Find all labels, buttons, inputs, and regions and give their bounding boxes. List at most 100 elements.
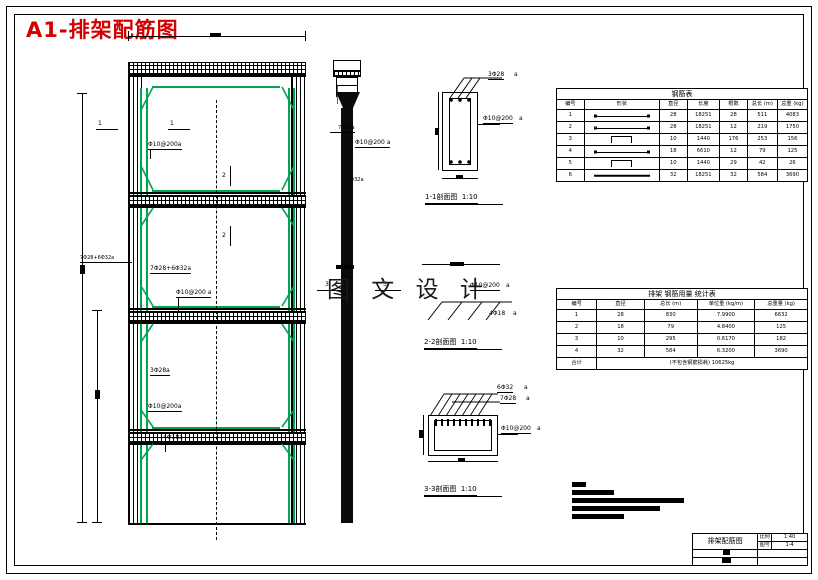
left-dim2-tick-top [92,310,102,311]
usage-cell-totlen: 295 [643,333,698,346]
rebar-cell-totwt: 1750 [776,121,809,134]
note-line-1 [572,482,586,487]
rebar-cell-len: 1440 [686,157,721,170]
usage-total-row: 合计 (不包含钢筋损耗) 10625kg [555,357,808,370]
rebar-cell-count: 12 [719,145,748,158]
ann-side-left: 7Φ28+6Φ32a [80,255,115,261]
rebar-cell-count: 176 [719,133,748,146]
rebar-cell-len: 6610 [686,145,721,158]
left-dim-tick-top [77,93,87,94]
usage-cell-dia: 18 [596,321,645,334]
rebar-cell-shape [583,157,660,170]
rebar-cell-totlen: 584 [746,169,778,182]
usage-total-label: 合计 [555,357,598,370]
usage-th-unitwt: 单位重 (kg/m) [696,299,756,310]
col-main-leader [330,132,342,133]
rebar-cell-no: 6 [556,169,585,182]
column-taper [336,92,360,108]
sec1-outer-right [477,92,478,170]
sec1-stirrup-left [449,98,450,164]
usage-cell-unitwt: 7.9900 [696,309,756,322]
leader-top-stirrup [150,149,151,159]
title-block-row4-c2 [757,557,808,566]
rebar-cell-totlen: 219 [746,121,778,134]
column-section-mark-left: 3 [317,281,343,291]
beam-fourth [128,432,306,443]
sec1-rebar-dots [449,98,471,164]
note-line-5 [572,514,624,519]
rebar-cell-totlen: 253 [746,133,778,146]
usage-cell-totwt: 125 [754,321,808,334]
section-mark-2-b: 2 [222,226,231,246]
note-line-4 [572,506,660,511]
beam-third-edge-bottom [128,322,306,324]
left-column-hatch [128,62,142,523]
rebar-cell-count: 29 [719,157,748,170]
rebar-cell-totlen: 79 [746,145,778,158]
page-title: A1-排架配筋图 [26,18,179,42]
usage-th-dia: 直径 [596,299,645,310]
sec2-title-underline [424,349,502,350]
rebar-cell-dia: 10 [658,157,688,170]
beam-second-edge-top [128,192,306,194]
title-block: 排架配筋图 比例 1:40 图号 1-4 [691,533,808,566]
beam-fourth-edge-bottom [128,443,306,445]
watermark-bar-3 [450,262,464,266]
sec1-title: 1-1剖面图 1:10 [425,192,478,204]
leader-lower-main [165,442,166,452]
sec3-rebar-dots [435,419,491,426]
col-stirrup-label: Φ10@200 a [355,139,391,148]
table-row: 3 10 1440 176 253 156 [556,133,809,146]
rebar-cell-len: 18251 [686,109,721,122]
title-block-row4-c1 [691,557,759,566]
ann-top-stirrup: Φ10@200a [148,141,182,150]
right-column-rebar [288,88,290,523]
section-mark-1-left: 1 [96,120,118,130]
usage-th-no: 编号 [555,299,598,310]
rebar-cell-count: 12 [719,121,748,134]
rebar-cell-totlen: 42 [746,157,778,170]
usage-th-totlen: 总长 (m) [643,299,698,310]
rebar-cell-len: 18251 [686,169,721,182]
sec3-outer-top [428,415,498,416]
haunch-diagonals [140,86,295,461]
title-block-row3-c2 [757,549,808,558]
sec3-leader-fan [429,393,500,417]
usage-cell-totlen: 79 [643,321,698,334]
sec3-stirrup-bottom [434,450,492,451]
left-dimension-line-2 [97,310,98,523]
sec3-label-stirrup-suffix: a [537,425,541,432]
sec3-label-stirrup: Φ10@200 [501,425,531,434]
title-block-row3-c1 [691,549,759,558]
beam-third-edge-top [128,308,306,310]
rebar-table: 钢筋表 编号 形状 直径 长度 根数 总长 (m) 总重 (kg) 1 28 1… [556,88,809,182]
rebar-cell-count: 32 [719,169,748,182]
dim-tick-left [128,31,129,41]
ann-mid-stirrup: Φ10@200 a [176,289,212,298]
col-main-label: 7Φ28a [338,125,355,133]
sec2-title: 2-2剖面图 1:10 [424,337,477,349]
beam-top-edge [128,75,306,77]
table-row: 4 18 6610 12 79 125 [556,145,809,158]
sec3-leader-stirrup [498,434,518,435]
note-line-3 [572,498,684,503]
table-row: 5 10 1440 29 42 26 [556,157,809,170]
sec1-outer-bottom [442,170,478,171]
watermark-text: 图 文 设 计 [327,277,490,303]
usage-cell-dia: 32 [596,345,645,358]
sec3-outer-bottom [428,455,498,456]
usage-total-value: (不包含钢筋损耗) 10625kg [596,357,808,370]
beam-top [128,62,306,75]
usage-table-header-row: 编号 直径 总长 (m) 单位重 (kg/m) 总重量 (kg) [555,299,808,310]
rebar-cell-totwt: 4083 [776,109,809,122]
right-column-hatch [291,62,305,523]
section-mark-2-a: 2 [222,166,231,186]
usage-table: 排架 钢筋用量 统计表 编号 直径 总长 (m) 单位重 (kg/m) 总重量 … [555,288,808,370]
sec3-stirrup-left [434,420,435,450]
table-row: 6 32 18251 32 584 3690 [556,169,809,182]
ann-side-left-leader [80,262,132,263]
sec1-title-underline [425,204,503,205]
dim-value-redacted [210,33,221,37]
column-head-div4 [336,85,358,86]
sec3-label-main2-suffix: a [526,395,530,402]
